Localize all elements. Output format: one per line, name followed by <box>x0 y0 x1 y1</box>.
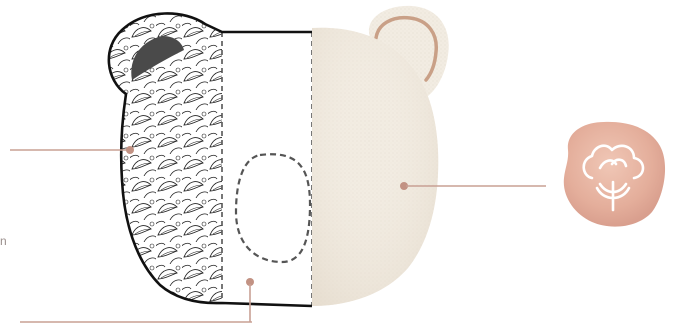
callout-pattern <box>10 146 134 154</box>
middle-panel <box>222 32 312 306</box>
left-edge-text: n <box>0 234 7 248</box>
fabric-panel <box>312 6 449 306</box>
cotton-badge <box>564 122 665 227</box>
